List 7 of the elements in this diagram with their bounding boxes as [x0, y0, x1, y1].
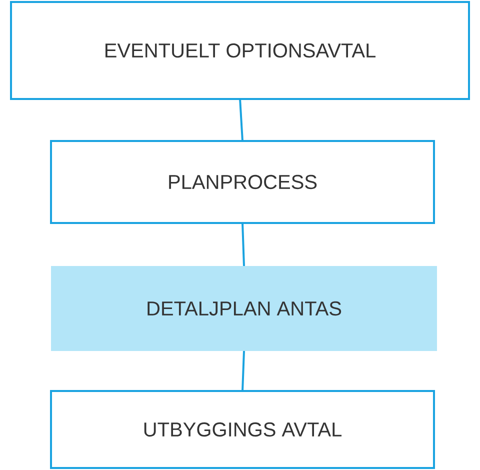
highlighted-box: DETALJPLAN ANTAS: [51, 266, 437, 351]
process-box: UTBYGGINGS AVTAL: [50, 390, 435, 469]
process-box: PLANPROCESS: [50, 140, 435, 224]
process-box: EVENTUELT OPTIONSAVTAL: [10, 1, 470, 100]
connector-line: [242, 350, 245, 392]
connector-line: [239, 98, 244, 142]
connector-line: [242, 222, 245, 266]
